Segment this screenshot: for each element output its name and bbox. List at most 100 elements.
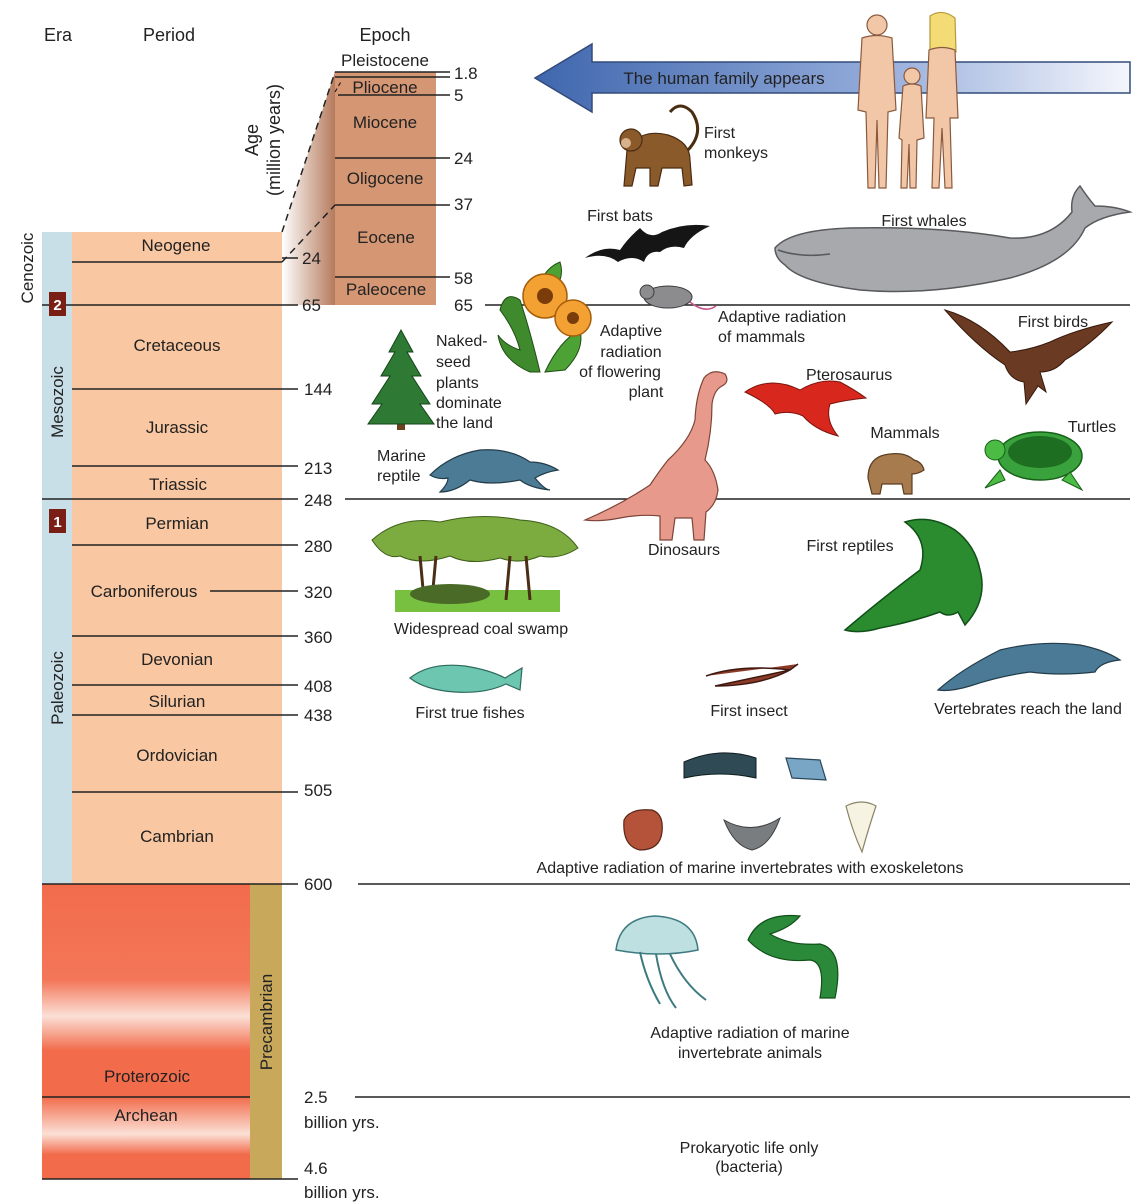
header-epoch: Epoch bbox=[359, 25, 410, 45]
human-family-label: The human family appears bbox=[623, 69, 824, 88]
period-carboniferous: Carboniferous bbox=[91, 582, 198, 601]
naked-seed-label-3: plants bbox=[436, 375, 479, 392]
period-silurian: Silurian bbox=[149, 692, 206, 711]
adaptive-flowering-label-2: radiation bbox=[600, 344, 661, 361]
age-58: 58 bbox=[454, 269, 473, 288]
mammals-label: Mammals bbox=[870, 425, 939, 442]
period-jurassic: Jurassic bbox=[146, 418, 209, 437]
epoch-pliocene: Pliocene bbox=[352, 78, 417, 97]
amphibian-icon bbox=[938, 643, 1120, 690]
epoch-oligocene: Oligocene bbox=[347, 169, 424, 188]
first-birds-label: First birds bbox=[1018, 314, 1088, 331]
period-permian: Permian bbox=[145, 514, 208, 533]
naked-seed-label-2: seed bbox=[436, 354, 471, 371]
age-438: 438 bbox=[304, 706, 332, 725]
age-2-5: 2.5 bbox=[304, 1088, 328, 1107]
pterosaurus-icon bbox=[745, 381, 866, 436]
flowering-plant-icon bbox=[498, 262, 591, 372]
turtles-label: Turtles bbox=[1068, 419, 1116, 436]
age-5: 5 bbox=[454, 86, 463, 105]
header-period: Period bbox=[143, 25, 195, 45]
first-bats-label: First bats bbox=[587, 208, 653, 225]
header-age: Age (million years) bbox=[242, 84, 284, 196]
epoch-column bbox=[335, 72, 436, 305]
period-ordovician: Ordovician bbox=[136, 746, 217, 765]
marine-animals-label-2: invertebrate animals bbox=[678, 1045, 822, 1062]
proterozoic-block bbox=[42, 884, 250, 1097]
prokaryotic-label-1: Prokaryotic life only bbox=[680, 1140, 819, 1157]
marine-exo-label: Adaptive radiation of marine invertebrat… bbox=[537, 860, 964, 877]
coal-swamp-icon bbox=[372, 516, 578, 612]
age-505: 505 bbox=[304, 781, 332, 800]
age-320: 320 bbox=[304, 583, 332, 602]
header-age-line1: Age bbox=[242, 124, 262, 156]
age-408: 408 bbox=[304, 677, 332, 696]
marine-reptile-icon bbox=[430, 450, 558, 492]
era-label-mesozoic: Mesozoic bbox=[48, 366, 67, 438]
period-column bbox=[72, 232, 282, 884]
age-65-epoch: 65 bbox=[454, 296, 473, 315]
naked-seed-label-4: dominate bbox=[436, 395, 502, 412]
first-monkeys-label-2: monkeys bbox=[704, 145, 768, 162]
naked-seed-label-5: the land bbox=[436, 415, 493, 432]
marine-animals-label-1: Adaptive radiation of marine bbox=[650, 1025, 849, 1042]
age-360: 360 bbox=[304, 628, 332, 647]
exoskeleton-invertebrates-icon bbox=[624, 753, 876, 852]
marine-reptile-label-2: reptile bbox=[377, 468, 421, 485]
age-2-5-unit: billion yrs. bbox=[304, 1113, 380, 1132]
era-label-cenozoic: Cenozoic bbox=[18, 232, 37, 303]
whale-icon bbox=[775, 186, 1130, 292]
vertebrates-land-label: Vertebrates reach the land bbox=[934, 701, 1122, 718]
era-bar bbox=[42, 232, 72, 884]
age-65-period: 65 bbox=[302, 296, 321, 315]
jellyfish-icon bbox=[616, 916, 706, 1008]
age-37: 37 bbox=[454, 195, 473, 214]
age-4-6: 4.6 bbox=[304, 1159, 328, 1178]
badge-one-label: 1 bbox=[53, 514, 61, 531]
header-age-line2: (million years) bbox=[264, 84, 284, 196]
adaptive-flowering-label-1: Adaptive bbox=[600, 323, 662, 340]
period-cambrian: Cambrian bbox=[140, 827, 214, 846]
first-reptile-icon bbox=[845, 519, 982, 631]
age-213: 213 bbox=[304, 459, 332, 478]
age-1-8: 1.8 bbox=[454, 64, 478, 83]
period-triassic: Triassic bbox=[149, 475, 207, 494]
badge-two-label: 2 bbox=[53, 297, 61, 314]
marine-reptile-label-1: Marine bbox=[377, 448, 426, 465]
era-label-archean: Archean bbox=[114, 1106, 177, 1125]
first-monkeys-label-1: First bbox=[704, 125, 736, 142]
era-label-proterozoic: Proterozoic bbox=[104, 1067, 190, 1086]
coal-swamp-label: Widespread coal swamp bbox=[394, 621, 568, 638]
age-4-6-unit: billion yrs. bbox=[304, 1183, 380, 1202]
turtle-icon bbox=[985, 432, 1082, 490]
adaptive-flowering-label-3: of flowering bbox=[579, 364, 661, 381]
first-reptiles-label: First reptiles bbox=[806, 538, 893, 555]
naked-seed-label-1: Naked- bbox=[436, 333, 488, 350]
epoch-miocene: Miocene bbox=[353, 113, 417, 132]
epoch-pleistocene: Pleistocene bbox=[341, 51, 429, 70]
header-era: Era bbox=[44, 25, 73, 45]
prokaryotic-label-2: (bacteria) bbox=[715, 1159, 783, 1176]
age-24-period: 24 bbox=[302, 249, 321, 268]
pterosaurus-label: Pterosaurus bbox=[806, 367, 892, 384]
fish-icon bbox=[410, 665, 522, 692]
monkey-icon bbox=[620, 106, 698, 186]
age-248: 248 bbox=[304, 491, 332, 510]
adaptive-mammals-label-1: Adaptive radiation bbox=[718, 309, 846, 326]
era-label-precambrian: Precambrian bbox=[257, 974, 276, 1070]
period-devonian: Devonian bbox=[141, 650, 213, 669]
age-280: 280 bbox=[304, 537, 332, 556]
worm-icon bbox=[748, 916, 838, 999]
human-family-icon bbox=[858, 12, 958, 188]
adaptive-flowering-label-4: plant bbox=[629, 384, 664, 401]
adaptive-mammals-label-2: of mammals bbox=[718, 329, 805, 346]
mammal-icon bbox=[868, 454, 924, 494]
dinosaurs-label: Dinosaurs bbox=[648, 542, 720, 559]
epoch-zoom-wedge bbox=[282, 72, 335, 305]
age-24-epoch: 24 bbox=[454, 149, 473, 168]
first-insect-label: First insect bbox=[710, 703, 788, 720]
age-600: 600 bbox=[304, 875, 332, 894]
insect-icon bbox=[706, 664, 798, 686]
conifer-tree-icon bbox=[368, 330, 434, 430]
